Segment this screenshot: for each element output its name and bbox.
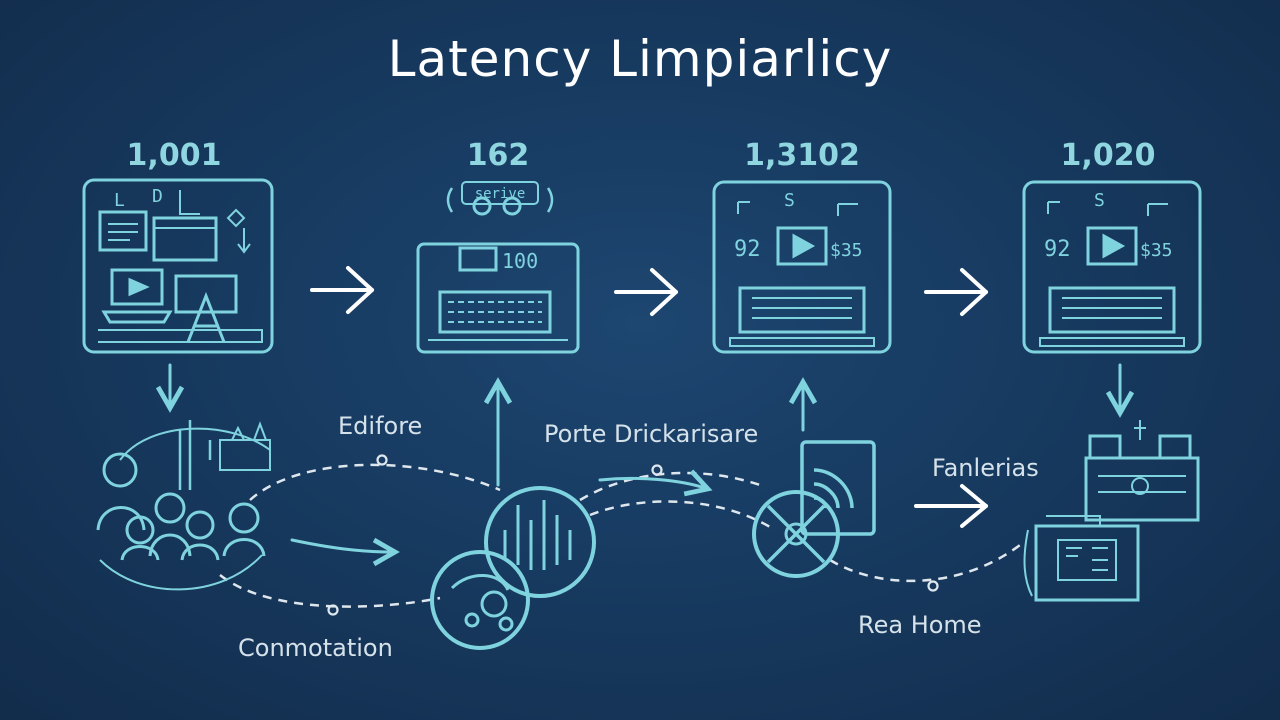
server-icon xyxy=(458,246,498,272)
dashed-connectors xyxy=(219,463,1021,608)
stage-2-panel xyxy=(416,187,580,354)
stage-3-glyph-s: S xyxy=(784,190,795,211)
vertical-connectors xyxy=(155,363,1135,567)
network-circle-icon xyxy=(430,550,530,650)
stage-4-glyph-s: S xyxy=(1094,190,1105,211)
letter-block-icon xyxy=(186,291,226,343)
video-player-icon xyxy=(1086,226,1138,266)
keyboard-icon xyxy=(438,290,552,334)
dashed-path-porte-upper xyxy=(579,471,761,502)
diagram-title: Latency Limpiarlicy xyxy=(387,30,893,88)
video-player-icon xyxy=(776,226,828,266)
stage-3-glyph-92: 92 xyxy=(734,237,761,262)
dashed-path-rea-home xyxy=(829,543,1021,583)
browser-window-icon xyxy=(152,216,218,262)
arrow-right-icon xyxy=(598,469,713,497)
play-icon xyxy=(128,277,150,297)
console-icon xyxy=(1048,286,1176,334)
stage-4-panel xyxy=(1022,180,1202,354)
control-console-icon xyxy=(1023,515,1140,602)
stage-3-panel xyxy=(712,180,892,354)
connector-node xyxy=(376,454,388,466)
label-fanlerias: Fanlerias xyxy=(932,454,1039,482)
laptop-icon xyxy=(110,268,164,306)
arrow-right-icon xyxy=(914,484,988,528)
arrow-right-icon xyxy=(924,268,988,316)
arrow-right-icon xyxy=(310,266,374,314)
document-icon xyxy=(98,210,148,252)
stage-1-count: 1,001 xyxy=(126,138,222,173)
bracket-icon xyxy=(446,187,554,213)
connector-node xyxy=(327,604,339,616)
stage-2-readout: 100 xyxy=(502,249,538,273)
connector-node xyxy=(651,464,663,476)
bar-chart-circle-icon xyxy=(484,486,596,598)
stage-1-letter-d: D xyxy=(152,186,163,207)
stage-3-glyph-money: $35 xyxy=(830,240,863,261)
connector-node xyxy=(927,580,939,592)
blocked-circle-icon xyxy=(752,490,840,578)
stage-2-badge xyxy=(461,181,539,205)
play-icon xyxy=(792,233,816,259)
monitor-icon xyxy=(174,274,238,314)
dashed-path-porte-lower xyxy=(589,500,776,532)
stage-4-glyph-money: $35 xyxy=(1140,240,1173,261)
stage-3-count: 1,3102 xyxy=(744,138,860,173)
label-edifore: Edifore xyxy=(338,412,423,440)
play-icon xyxy=(1102,233,1126,259)
console-icon xyxy=(738,286,866,334)
stage-2-count: 162 xyxy=(466,138,530,173)
chemistry-flask-icon xyxy=(219,421,271,471)
label-porte-drickarisare: Porte Drickarisare xyxy=(544,420,759,448)
factory-machine-icon xyxy=(1084,420,1200,522)
stage-4-glyph-92: 92 xyxy=(1044,237,1071,262)
signal-panel-icon xyxy=(800,440,876,536)
stage-4-count: 1,020 xyxy=(1060,138,1156,173)
flow-arrows xyxy=(310,266,988,528)
eyes-icon xyxy=(472,196,492,216)
stage-2-badge-text: serive xyxy=(475,186,526,202)
label-conmotation: Conmotation xyxy=(238,634,393,662)
stage-1-letter-l: L xyxy=(114,190,125,211)
dashed-path-conmotation xyxy=(219,574,441,608)
dashed-path-edifore xyxy=(249,463,501,501)
team-people-icon xyxy=(96,420,271,591)
stage-1-panel xyxy=(82,178,274,354)
arrow-right-icon xyxy=(614,268,678,316)
arrow-right-icon xyxy=(290,537,400,567)
label-rea-home: Rea Home xyxy=(858,611,982,639)
